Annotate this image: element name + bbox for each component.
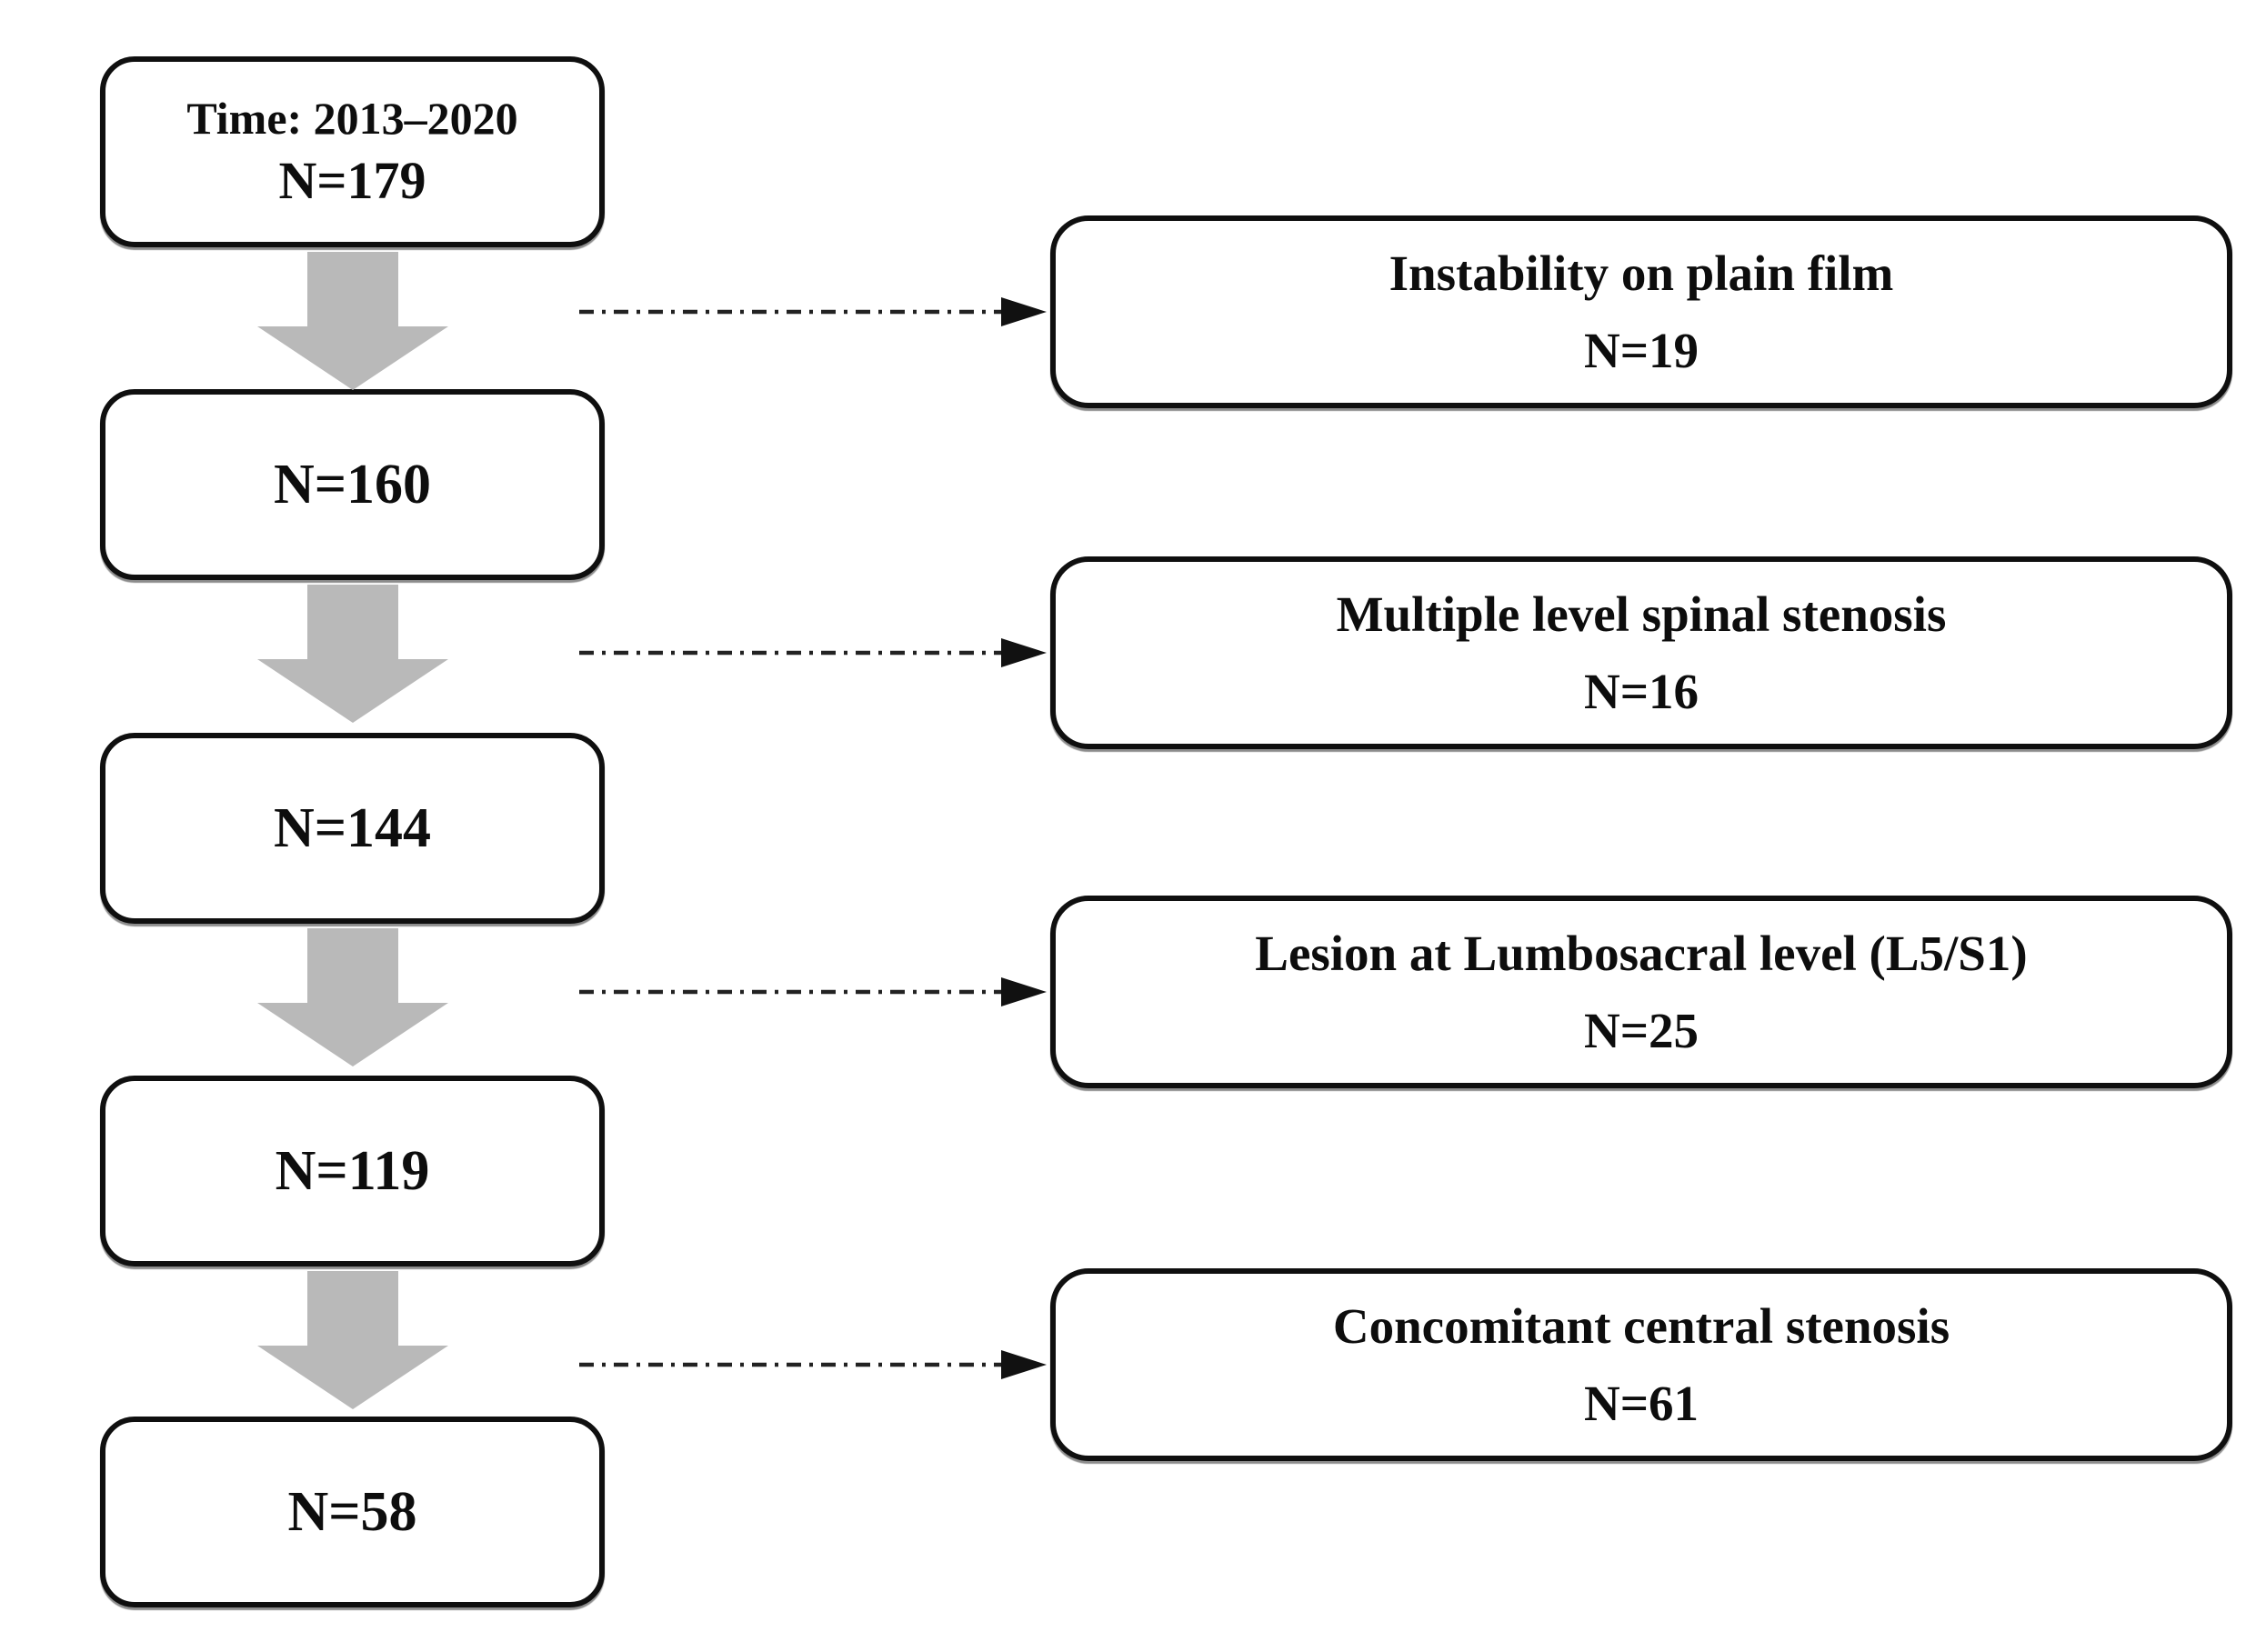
stage-count: N=179 xyxy=(278,151,426,211)
exclusion-label: Lesion at Lumbosacral level (L5/S1) xyxy=(1255,925,2028,981)
stage-count: N=119 xyxy=(275,1139,430,1202)
exclusion-box-multilevel-stenosis: Multiple level spinal stenosis N=16 xyxy=(1050,556,2232,749)
stage-box-n58: N=58 xyxy=(100,1417,605,1607)
exclusion-arrow-icon xyxy=(577,292,1050,332)
exclusion-count: N=16 xyxy=(1583,664,1700,719)
exclusion-label: Concomitant central stenosis xyxy=(1332,1297,1950,1354)
exclusion-label: Multiple level spinal stenosis xyxy=(1336,586,1947,642)
stage-count: N=160 xyxy=(273,453,432,516)
exclusion-count: N=19 xyxy=(1583,323,1700,378)
exclusion-count: N=25 xyxy=(1583,1003,1700,1058)
down-arrow-icon xyxy=(257,1271,448,1409)
exclusion-arrow-icon xyxy=(577,633,1050,673)
down-arrow-icon xyxy=(257,252,448,390)
exclusion-arrow-icon xyxy=(577,1345,1050,1385)
exclusion-box-central-stenosis: Concomitant central stenosis N=61 xyxy=(1050,1268,2232,1461)
exclusion-label: Instability on plain film xyxy=(1389,245,1894,301)
exclusion-count: N=61 xyxy=(1583,1376,1700,1431)
stage-box-n160: N=160 xyxy=(100,389,605,580)
exclusion-arrow-icon xyxy=(577,972,1050,1012)
stage-time-range: Time: 2013–2020 xyxy=(186,93,518,145)
stage-box-n144: N=144 xyxy=(100,733,605,924)
stage-count: N=58 xyxy=(287,1480,417,1543)
down-arrow-icon xyxy=(257,585,448,723)
exclusion-box-lumbosacral-lesion: Lesion at Lumbosacral level (L5/S1) N=25 xyxy=(1050,896,2232,1088)
down-arrow-icon xyxy=(257,928,448,1066)
stage-box-initial: Time: 2013–2020 N=179 xyxy=(100,56,605,247)
stage-box-n119: N=119 xyxy=(100,1076,605,1267)
exclusion-box-instability: Instability on plain film N=19 xyxy=(1050,215,2232,408)
stage-count: N=144 xyxy=(273,796,432,859)
